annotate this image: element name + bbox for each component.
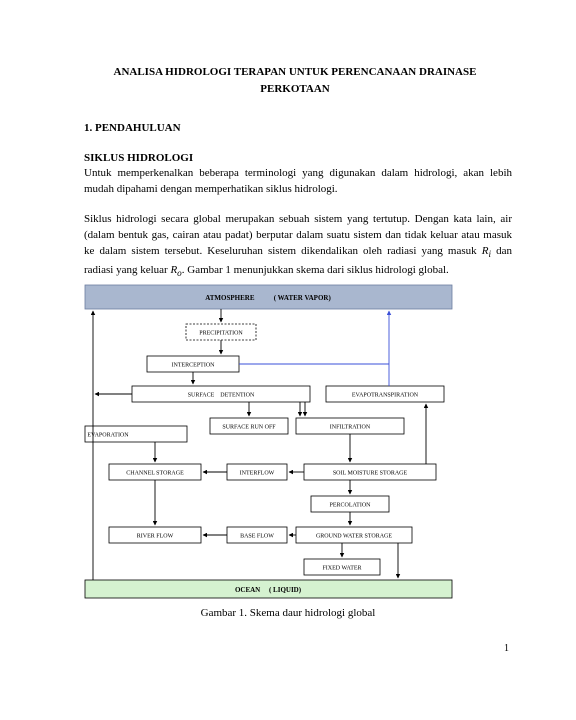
subsection-heading: SIKLUS HIDROLOGI <box>84 152 194 164</box>
paragraph-1: Untuk memperkenalkan beberapa terminolog… <box>84 167 512 195</box>
surface-detention-label: SURFACE DETENTION <box>188 393 255 399</box>
river-flow-label: RIVER FLOW <box>137 534 174 540</box>
page-number: 1 <box>504 643 509 654</box>
evaporation-box <box>84 425 188 443</box>
river-flow-box <box>108 526 202 544</box>
ocean-label: OCEAN ( LIQUID) <box>235 586 302 594</box>
paragraph-2-part-2: dan radiasi yang keluar <box>84 245 512 277</box>
ground-water-storage-label: GROUND WATER STORAGE <box>316 534 392 540</box>
fixed-water-box <box>303 558 381 576</box>
ro-symbol: Ro <box>170 264 182 279</box>
document-title: ANALISA HIDROLOGI TERAPAN UNTUK PERENCAN… <box>113 66 477 95</box>
flow-arrows <box>90 309 429 580</box>
fixed-water-label: FIXED WATER <box>322 566 361 572</box>
interflow-label: INTERFLOW <box>240 471 275 477</box>
paragraph-2: Siklus hidrologi secara global merupakan… <box>84 211 512 281</box>
surface-run-off-label: SURFACE RUN OFF <box>222 425 276 431</box>
channel-storage-label: CHANNEL STORAGE <box>126 471 184 477</box>
base-flow-label: BASE FLOW <box>240 534 274 540</box>
percolation-label: PERCOLATION <box>329 503 371 509</box>
section-heading: 1. PENDAHULUAN <box>84 122 181 134</box>
soil-moisture-storage-label: SOIL MOISTURE STORAGE <box>333 471 408 477</box>
atmosphere-box <box>84 284 453 310</box>
infiltration-label: INFILTRATION <box>330 425 371 431</box>
ocean-box <box>84 579 453 599</box>
ri-symbol: Ri <box>481 245 492 260</box>
paragraph-2-part-3: . Gambar 1 menunjukkan skema dari siklus… <box>181 264 449 277</box>
paragraph-2-part-1: Siklus hidrologi secara global merupakan… <box>84 213 512 257</box>
atmosphere-label: ATMOSPHERE ( WATER VAPOR) <box>205 294 331 302</box>
interception-label: INTERCEPTION <box>172 363 216 369</box>
evapotranspiration-box <box>325 385 445 403</box>
surface-run-off-box <box>209 417 289 435</box>
figure-caption: Gambar 1. Skema daur hidrologi global <box>200 607 376 619</box>
evapotranspiration-label: EVAPOTRANSPIRATION <box>352 393 419 399</box>
evaporation-label: EVAPORATION <box>87 433 129 439</box>
precipitation-label: PRECIPITATION <box>199 331 243 337</box>
